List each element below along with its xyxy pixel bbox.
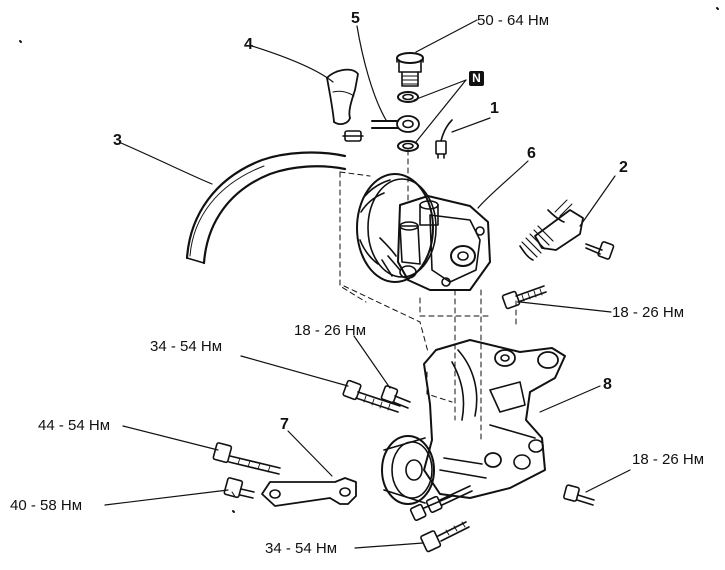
torque-lower-right-bolt: 18 - 26 Нм (632, 451, 705, 468)
pressure-pipe-fitting (371, 115, 420, 133)
callout-7: 7 (280, 416, 289, 433)
callout-2: 2 (619, 159, 628, 176)
torque-pump-bolt: 18 - 26 Нм (612, 304, 685, 321)
torque-union-bolt: 50 - 64 Нм (477, 12, 550, 29)
callout-6: 6 (527, 145, 536, 162)
torque-bracket-short-bolt: 18 - 26 Нм (294, 322, 367, 339)
drive-belt (185, 151, 347, 265)
callout-3: 3 (113, 132, 122, 149)
hose-clamp (342, 130, 364, 142)
callout-8: 8 (603, 376, 612, 393)
assembly-guide-lines (231, 149, 517, 499)
callout-1: 1 (490, 100, 499, 117)
tension-adjuster (519, 199, 584, 261)
pump-bracket (423, 339, 566, 499)
callout-leaders (104, 19, 631, 549)
return-hose (326, 68, 359, 125)
power-steering-pump (356, 173, 491, 291)
union-bolt (396, 52, 424, 87)
support-stay (261, 477, 357, 507)
bracket-bolt-long (342, 379, 401, 413)
pressure-switch-connector (435, 119, 453, 159)
left-short-bolt (223, 477, 255, 499)
new-part-badge: N (469, 71, 484, 86)
torque-bracket-long-bolt: 34 - 54 Нм (150, 338, 223, 355)
torque-left-short-bolt: 40 - 58 Нм (10, 497, 83, 514)
callout-4: 4 (244, 36, 253, 53)
torque-bottom-bolt: 34 - 54 Нм (265, 540, 338, 557)
callout-5: 5 (351, 10, 360, 27)
sealing-washer-upper (397, 91, 419, 103)
bracket-bolt-short (380, 385, 411, 409)
bracket-side-bolts (409, 485, 473, 522)
compressor-pulley (381, 435, 435, 505)
pump-mounting-bolt (501, 285, 547, 310)
left-long-bolt (212, 442, 281, 475)
speck-marks (19, 7, 719, 513)
torque-left-long-bolt: 44 - 54 Нм (38, 417, 111, 434)
bottom-bolt (420, 521, 470, 553)
lower-right-bolt (563, 484, 595, 506)
adjuster-bolt (585, 241, 615, 260)
